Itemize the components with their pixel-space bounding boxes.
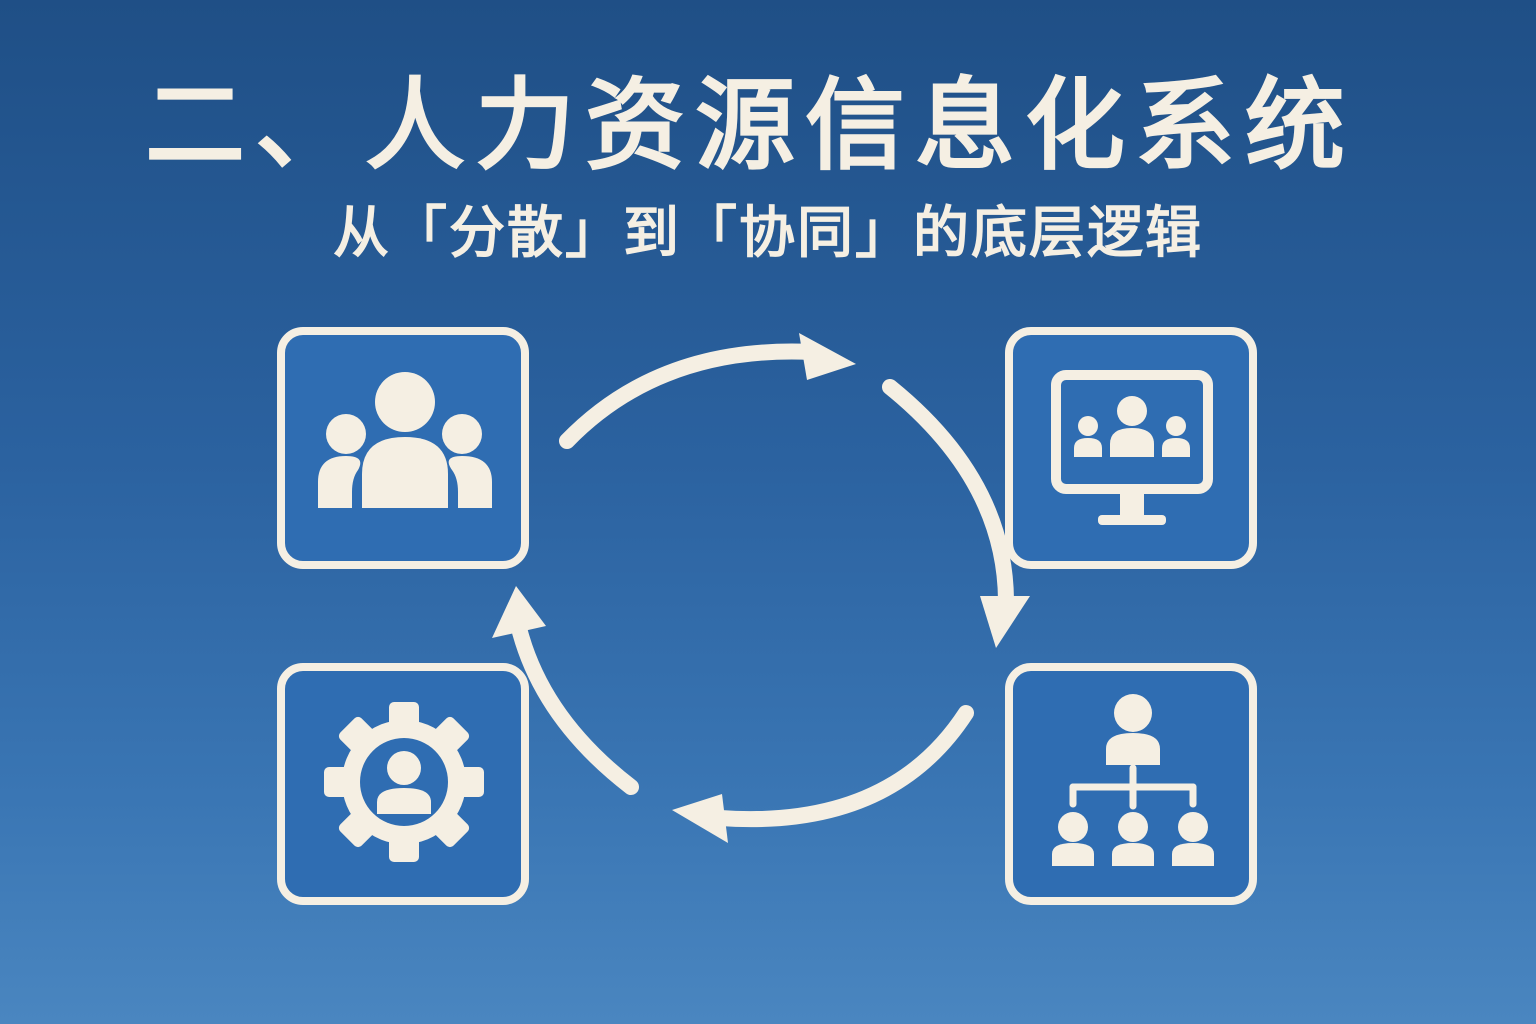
arrow-right — [882, 379, 1030, 648]
arrow-left — [492, 586, 639, 795]
gear-user-settings-icon — [324, 702, 484, 862]
cycle-arrows — [492, 333, 1030, 843]
page-title: 二、人力资源信息化系统 — [145, 67, 1355, 184]
node-monitor — [1005, 327, 1257, 569]
page-subtitle: 从「分散」到「协同」的底层逻辑 — [333, 201, 1203, 266]
node-team — [277, 327, 529, 569]
arrow-top — [559, 333, 856, 449]
node-org-chart — [1005, 663, 1257, 905]
team-group-icon — [318, 372, 492, 508]
arrow-bottom — [672, 705, 974, 843]
org-chart-hierarchy-icon — [1052, 694, 1214, 866]
node-settings — [277, 663, 529, 905]
monitor-video-meeting-icon — [1051, 370, 1213, 525]
